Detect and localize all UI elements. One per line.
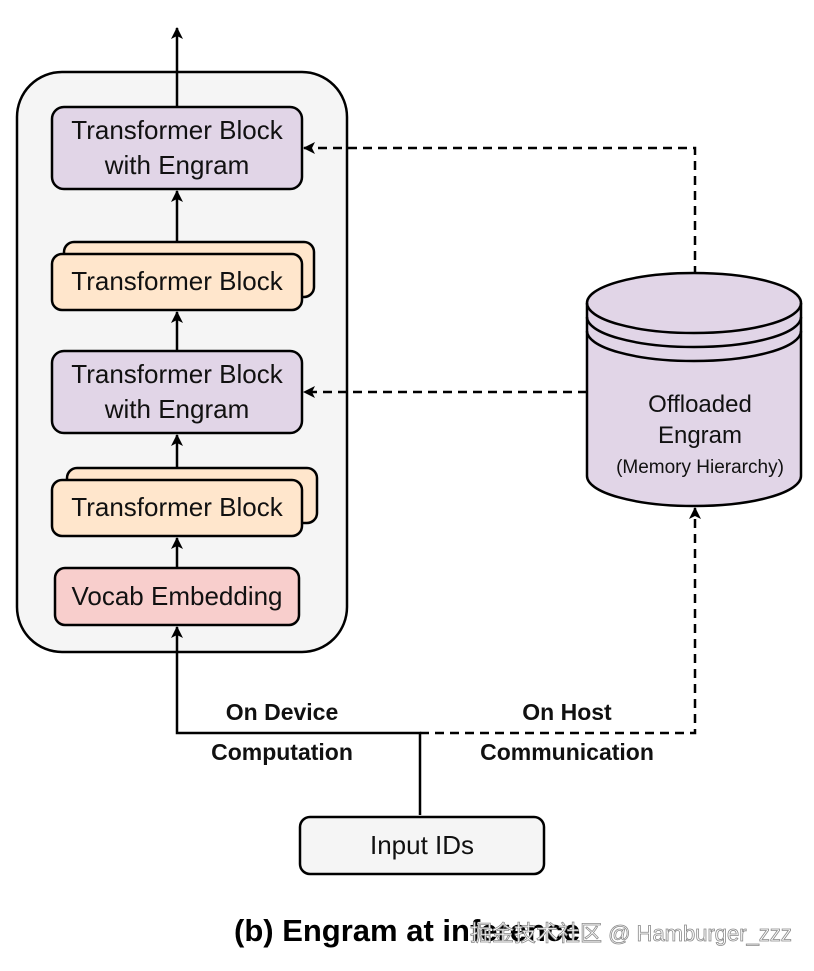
vocab-embedding-label: Vocab Embedding — [71, 581, 282, 611]
cylinder-ring-1 — [585, 316, 803, 349]
top-engram-block: Transformer Block with Engram — [50, 105, 304, 191]
lower-transformer-block-label: Transformer Block — [71, 492, 283, 522]
input-ids-block: Input IDs — [298, 815, 546, 876]
middle-engram-block-line2: with Engram — [104, 394, 250, 424]
cylinder-ring-2 — [585, 330, 803, 363]
input-ids-label: Input IDs — [370, 830, 474, 860]
host-path-line — [420, 507, 701, 735]
memory-cylinder: Offloaded Engram (Memory Hierarchy) — [585, 271, 803, 508]
cylinder-top-rim — [585, 302, 803, 335]
memory-label-line3: (Memory Hierarchy) — [616, 457, 784, 478]
upper-transformer-block: Transformer Block — [50, 240, 316, 312]
figure-caption: (b) Engram at inference — [234, 913, 580, 948]
lower-transformer-block: Transformer Block — [50, 466, 319, 538]
memory-label-line2: Engram — [658, 422, 742, 449]
top-engram-block-line1: Transformer Block — [71, 115, 283, 145]
top-engram-block-line2: with Engram — [104, 150, 250, 180]
middle-engram-block: Transformer Block with Engram — [50, 349, 304, 435]
middle-engram-block-line1: Transformer Block — [71, 359, 283, 389]
device-path-line — [171, 626, 422, 815]
memory-to-top-engram-line — [303, 142, 697, 275]
memory-label-line1: Offloaded — [648, 391, 752, 418]
upper-transformer-block-label: Transformer Block — [71, 266, 283, 296]
device-label-line2: Computation — [211, 739, 353, 765]
host-label-line2: Communication — [480, 739, 654, 765]
host-label-line1: On Host — [522, 699, 612, 725]
device-label-line1: On Device — [226, 699, 339, 725]
watermark: 掘金技术社区 @ Hamburger_zzz — [470, 921, 792, 946]
vocab-embedding-block: Vocab Embedding — [53, 566, 301, 627]
